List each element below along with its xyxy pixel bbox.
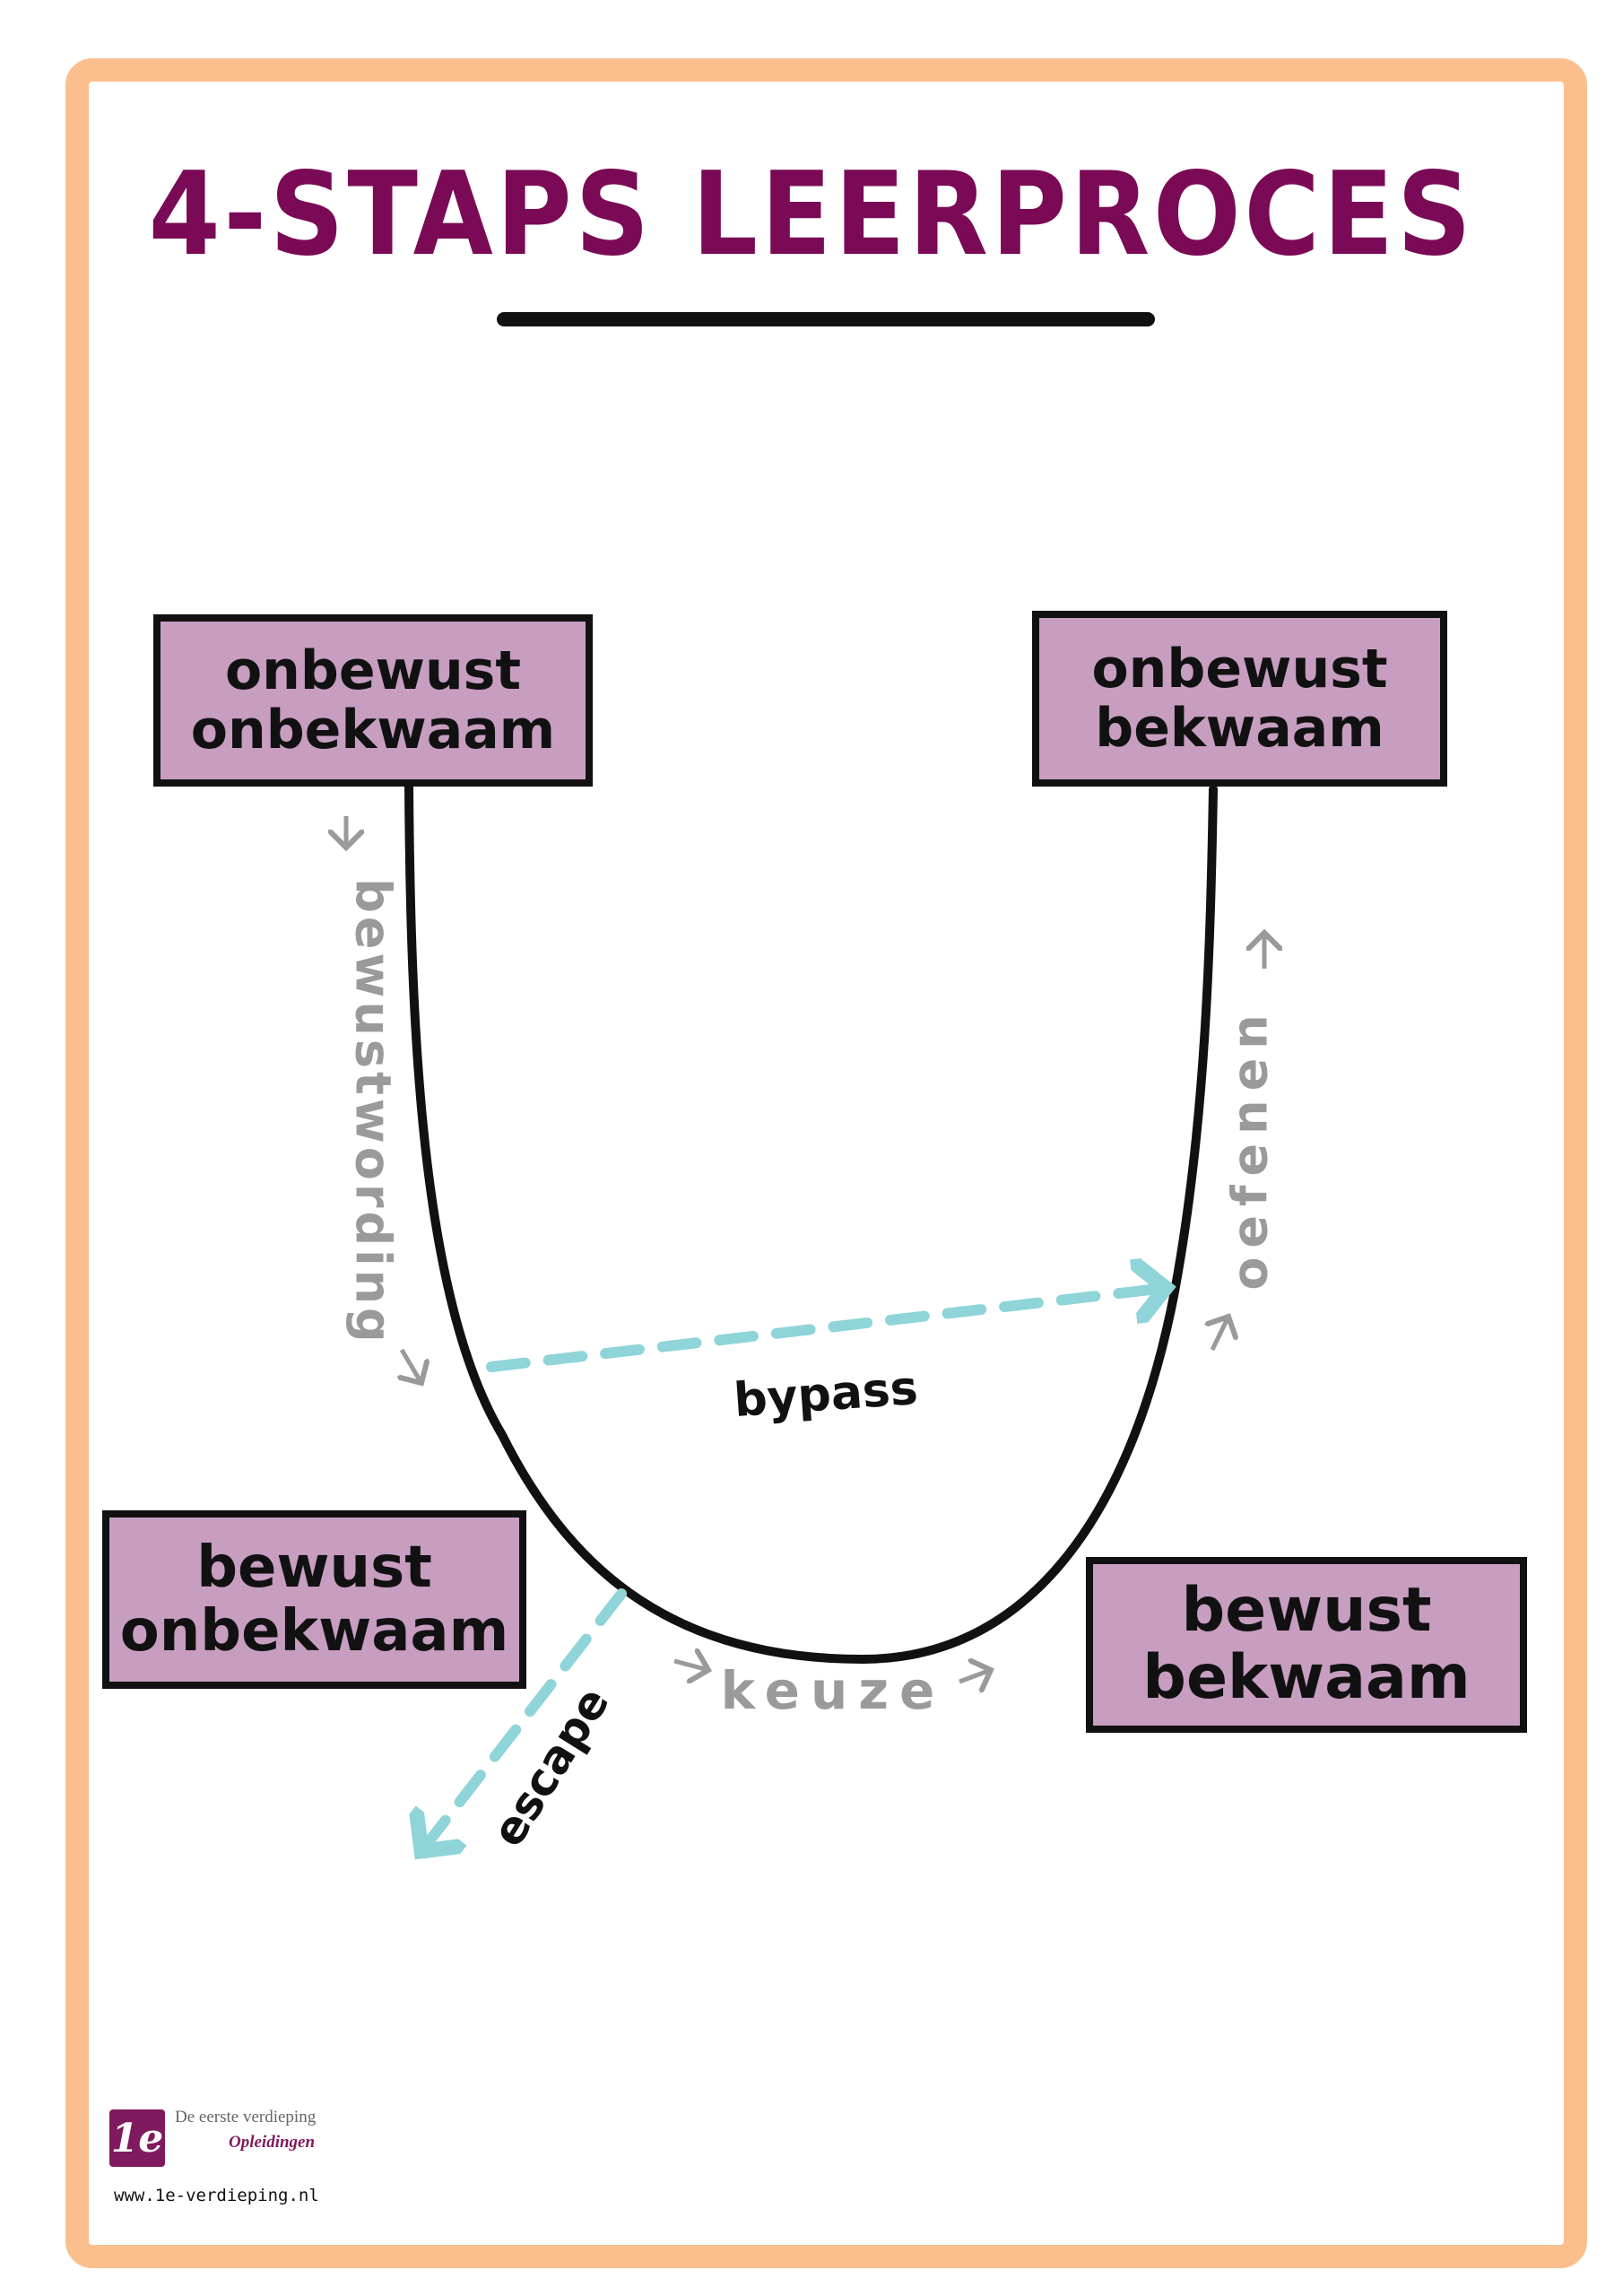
box-line2: onbekwaam	[119, 1597, 509, 1665]
box-line2: bekwaam	[1142, 1642, 1471, 1713]
page-title: 4-STAPS LEERPROCES	[148, 148, 1475, 282]
box-line1: bewust	[1181, 1575, 1432, 1647]
bypass-arrow	[486, 1288, 1166, 1372]
box-bewust-onbekwaam: bewust onbekwaam	[102, 1510, 526, 1689]
box-line1: bewust	[196, 1535, 432, 1602]
box-line1: onbewust	[1091, 638, 1388, 700]
title-underline	[497, 312, 1155, 326]
box-bewust-bekwaam: bewust bekwaam	[1086, 1557, 1527, 1733]
logo-mark: 1e	[110, 2115, 164, 2161]
box-onbewust-onbekwaam: onbewust onbekwaam	[153, 614, 593, 787]
u-curve	[404, 782, 1218, 1665]
org-name: De eerste verdieping	[175, 2108, 317, 2126]
box-line1: onbewust	[224, 639, 522, 702]
escape-arrow	[421, 1588, 627, 1851]
website-url: www.1e-verdieping.nl	[114, 2186, 319, 2205]
box-line2: bekwaam	[1095, 697, 1384, 760]
label-bewustwording: bewustwording	[344, 878, 402, 1346]
oefenen-arrow-bottom	[1212, 1317, 1228, 1352]
keuze-arrow-left	[673, 1661, 708, 1670]
org-subtitle: Opleidingen	[229, 2133, 316, 2152]
box-onbewust-bekwaam: onbewust bekwaam	[1032, 611, 1447, 787]
poster-frame	[65, 58, 1587, 2268]
label-oefenen: oefenen	[1221, 1005, 1279, 1291]
logo-1e: 1e	[109, 2109, 165, 2167]
bewustwording-arrow-bottom	[402, 1348, 421, 1383]
box-line2: onbekwaam	[190, 699, 556, 761]
label-keuze: keuze	[720, 1660, 946, 1721]
keuze-arrow-right	[959, 1670, 991, 1682]
